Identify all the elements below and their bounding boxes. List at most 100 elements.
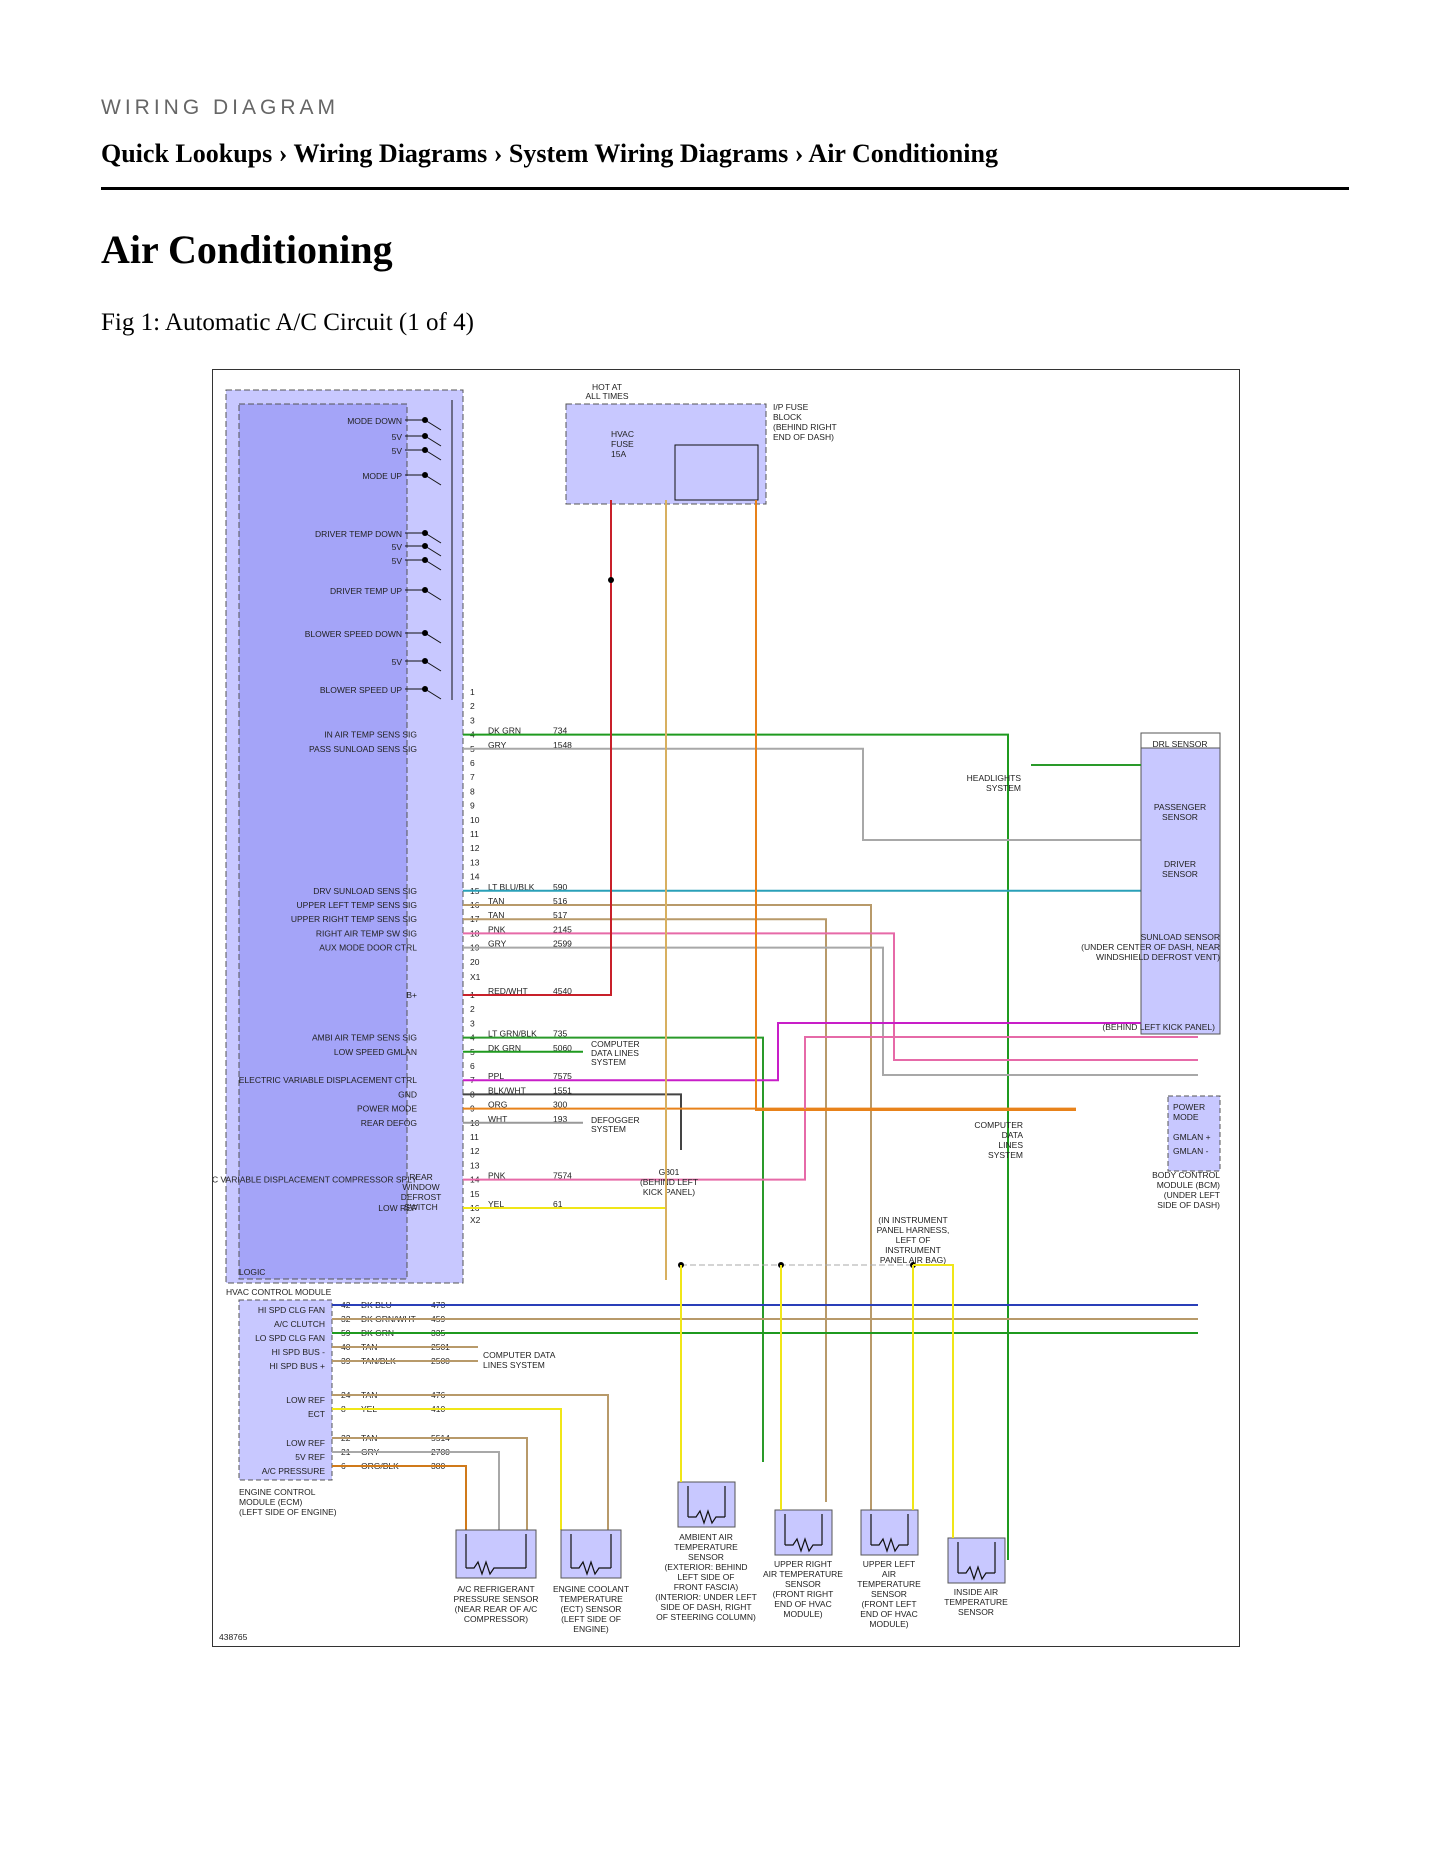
ect-sensor-label: ENGINE COOLANT: [553, 1584, 629, 1594]
wire-pass-sunload: [463, 747, 1153, 841]
x1-signal-label: UPPER RIGHT TEMP SENS SIG: [291, 914, 417, 924]
ac-pressure-sensor-label: (NEAR REAR OF A/C: [455, 1604, 538, 1614]
wire-ecm-5514: [332, 1437, 528, 1530]
ambient-sensor-label: SIDE OF DASH, RIGHT: [660, 1602, 751, 1612]
ect-sensor-label: (ECT) SENSOR: [561, 1604, 622, 1614]
g301-label: KICK PANEL): [643, 1187, 695, 1197]
breadcrumb-item-air-conditioning[interactable]: Air Conditioning: [808, 139, 998, 168]
sunload-sensor-label: WINDSHIELD DEFROST VENT): [1096, 952, 1220, 962]
switch-contact: [422, 658, 428, 664]
x1-pin-number: 20: [470, 957, 480, 967]
upper-right-sensor-label: AIR TEMPERATURE: [763, 1569, 843, 1579]
breadcrumb-separator: ›: [272, 139, 294, 168]
ambient-sensor-label: FRONT FASCIA): [674, 1582, 739, 1592]
ip-fuse-block-label: BLOCK: [773, 412, 802, 422]
x1-pin-number: 3: [470, 715, 475, 725]
wire-color-label: PNK: [488, 924, 506, 934]
sunload-sensor-label: (UNDER CENTER OF DASH, NEAR: [1081, 942, 1220, 952]
connector-x2-label: X2: [470, 1215, 481, 1225]
circuit-number-label: 590: [553, 882, 567, 892]
x2-signal-label: POWER MODE: [357, 1104, 417, 1114]
switch-blade: [424, 632, 442, 644]
ecm-signal-label: LOW REF: [286, 1438, 325, 1448]
passenger-sensor-label: PASSENGER: [1154, 802, 1206, 812]
page-title: Air Conditioning: [101, 227, 393, 272]
switch-blade: [424, 419, 442, 431]
upper-left-sensor-label: SENSOR: [871, 1589, 907, 1599]
x1-pin-number: 12: [470, 843, 480, 853]
wire-color-label: DK GRN: [488, 726, 521, 736]
ip-fuse-block: [565, 403, 767, 505]
ecm-signal-label: LOW REF: [286, 1395, 325, 1405]
upper-left-sensor-label: TEMPERATURE: [857, 1579, 921, 1589]
ip-fuse-block-label: I/P FUSE: [773, 402, 809, 412]
x2-pin-number: 2: [470, 1004, 475, 1014]
computer-data-lines-right-label: SYSTEM: [988, 1150, 1023, 1160]
wire-evd-sply: [463, 1036, 1198, 1181]
x1-signal-label: UPPER LEFT TEMP SENS SIG: [297, 900, 417, 910]
hvac-switch-label: DRIVER TEMP UP: [330, 586, 402, 596]
breadcrumb: Quick Lookups › Wiring Diagrams › System…: [101, 139, 998, 169]
circuit-number-label: 193: [553, 1114, 567, 1124]
wire-color-label: TAN: [488, 896, 504, 906]
switch-contact: [422, 472, 428, 478]
power-mode-label: POWER: [1173, 1102, 1205, 1112]
switch-contact: [422, 447, 428, 453]
hvac-switch-label: MODE UP: [362, 471, 402, 481]
x1-signal-label: DRV SUNLOAD SENS SIG: [313, 886, 417, 896]
ect-sensor-label: (LEFT SIDE OF: [561, 1614, 621, 1624]
circuit-number-label: 5060: [553, 1043, 572, 1053]
section-kicker: WIRING DIAGRAM: [101, 96, 339, 119]
x1-signal-label: RIGHT AIR TEMP SW SIG: [316, 928, 417, 938]
breadcrumb-item-system-wiring-diagrams[interactable]: System Wiring Diagrams: [508, 139, 789, 168]
x2-pin-number: 15: [470, 1189, 480, 1199]
ac-pressure-sensor: [455, 1529, 537, 1579]
engine-control-module: [238, 1299, 333, 1481]
wire-low-ref: [463, 1207, 667, 1265]
upper-left-sensor: [860, 1509, 919, 1556]
ip-harness-label: INSTRUMENT: [885, 1245, 941, 1255]
switch-blade: [424, 559, 442, 571]
ecm-label: ENGINE CONTROL: [239, 1487, 316, 1497]
upper-right-sensor-label: (FRONT RIGHT: [773, 1589, 834, 1599]
hvac-switch-label: 5V: [392, 446, 403, 456]
x1-pin-number: 11: [470, 829, 479, 839]
wire-color-label: YEL: [488, 1199, 504, 1209]
ecm-signal-label: LO SPD CLG FAN: [255, 1333, 325, 1343]
g301-kick-label: (BEHIND LEFT KICK PANEL): [1102, 1022, 1215, 1032]
hvac-switch-label: 5V: [392, 432, 403, 442]
ecm-label: MODULE (ECM): [239, 1497, 302, 1507]
x2-pin-number: 3: [470, 1018, 475, 1028]
bcm-label: SIDE OF DASH): [1157, 1200, 1220, 1210]
breadcrumb-item-wiring-diagrams[interactable]: Wiring Diagrams: [293, 139, 488, 168]
ecm-signal-label: HI SPD CLG FAN: [258, 1305, 325, 1315]
driver-sensor-label: DRIVER: [1164, 859, 1196, 869]
defogger-system-label: DEFOGGER: [591, 1115, 640, 1125]
x2-pin-number: 12: [470, 1146, 480, 1156]
switch-blade: [424, 688, 442, 700]
ip-fuse-block-label: (BEHIND RIGHT: [773, 422, 837, 432]
sunload-sensor: [1140, 747, 1221, 1035]
hvac-fuse-label: HVAC: [611, 429, 634, 439]
ecm-signal-label: A/C CLUTCH: [274, 1319, 325, 1329]
upper-right-sensor-label: END OF HVAC: [774, 1599, 831, 1609]
x2-pin-number: 11: [470, 1132, 479, 1142]
circuit-number-label: 1548: [553, 740, 572, 750]
breadcrumb-item-quick-lookups[interactable]: Quick Lookups: [101, 139, 273, 168]
hot-at-all-times-label: HOT AT: [592, 382, 622, 392]
circuit-number-label: 2145: [553, 924, 572, 934]
computer-data-lines-right-label: LINES: [998, 1140, 1023, 1150]
upper-right-sensor-label: SENSOR: [785, 1579, 821, 1589]
header-divider: [101, 187, 1349, 190]
computer-data-lines-ecm-label: COMPUTER DATA: [483, 1350, 556, 1360]
g301-label: (BEHIND LEFT: [640, 1177, 698, 1187]
ambient-sensor-label: LEFT SIDE OF: [678, 1572, 735, 1582]
hvac-switch-label: BLOWER SPEED DOWN: [305, 629, 402, 639]
computer-data-lines-label: DATA LINES: [591, 1048, 639, 1058]
ac-pressure-sensor-label: PRESSURE SENSOR: [453, 1594, 538, 1604]
x1-pin-number: 7: [470, 772, 475, 782]
ip-harness-label: PANEL HARNESS,: [877, 1225, 950, 1235]
ambient-sensor-label: TEMPERATURE: [674, 1542, 738, 1552]
breadcrumb-separator: ›: [487, 139, 509, 168]
inside-sensor-label: INSIDE AIR: [954, 1587, 998, 1597]
